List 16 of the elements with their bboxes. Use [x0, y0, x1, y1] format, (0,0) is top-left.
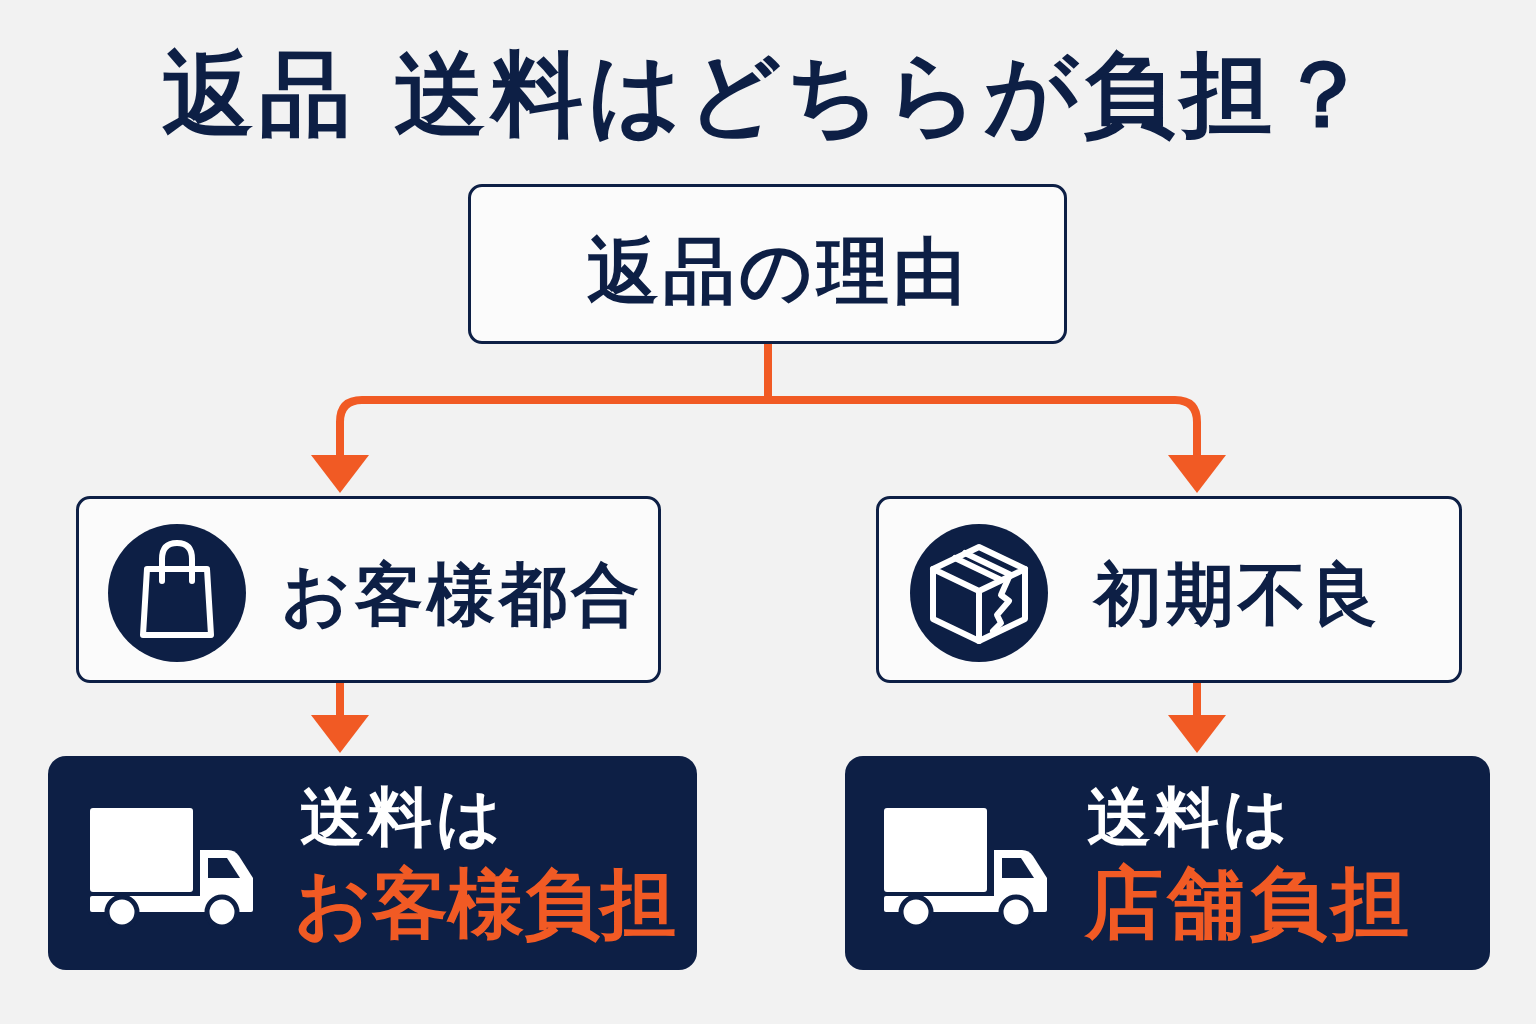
box-label: お客様都合 — [281, 555, 643, 635]
arrow — [311, 683, 369, 753]
box-label: 初期不良 — [1094, 555, 1382, 635]
option-box — [76, 496, 661, 683]
result-text: 店舗負担 — [1085, 859, 1413, 949]
arrow — [764, 344, 1226, 493]
result-text: お客様負担 — [294, 860, 676, 948]
result-heading: 送料は — [300, 781, 506, 855]
reason-box — [468, 184, 1067, 344]
result-box — [845, 756, 1490, 970]
result-heading: 送料は — [1087, 781, 1293, 855]
arrow — [1168, 683, 1226, 753]
title: 返品 送料はどちらが負担？ — [162, 42, 1374, 148]
result-box — [48, 756, 697, 970]
box-label: 返品の理由 — [587, 229, 969, 313]
option-box — [876, 496, 1462, 683]
